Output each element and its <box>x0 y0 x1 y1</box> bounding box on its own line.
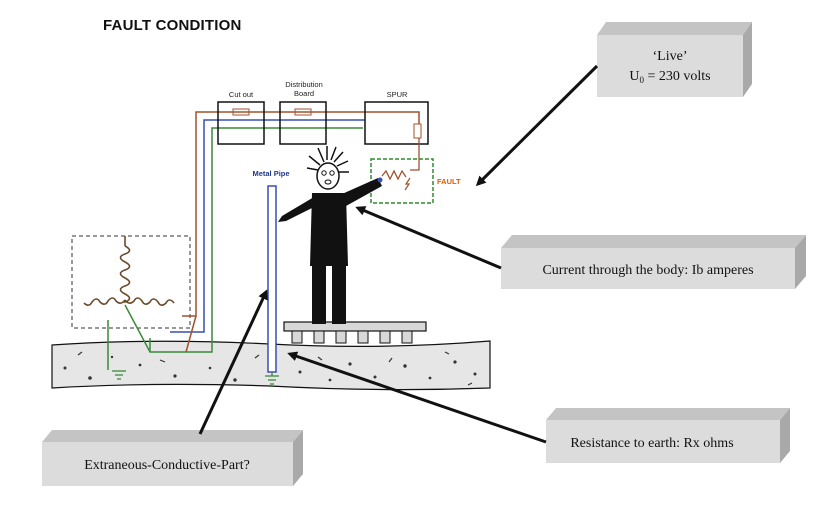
person-figure <box>278 146 383 324</box>
earth-wire <box>124 127 363 353</box>
cut-out-label: Cut out <box>229 90 254 99</box>
callout-extraneous-text: Extraneous-Conductive-Part? <box>84 458 250 473</box>
diagram-title: FAULT CONDITION <box>103 17 242 34</box>
head <box>316 162 340 190</box>
torso <box>310 193 348 266</box>
distribution-board-label-2: Board <box>294 89 314 98</box>
right-leg <box>332 262 346 324</box>
metal-pipe-label: Metal Pipe <box>252 169 289 178</box>
spur-label: SPUR <box>387 90 408 99</box>
neutral-wire <box>170 119 365 333</box>
distribution-board-box <box>279 101 327 145</box>
callout-extraneous-box: Extraneous-Conductive-Part? <box>42 430 303 486</box>
callout-live-box: ‘Live’ U0 = 230 volts <box>597 22 752 97</box>
spur-box <box>364 101 429 145</box>
right-arm <box>342 178 382 206</box>
live-wire <box>182 111 420 317</box>
arrow-live <box>475 64 599 187</box>
fault-arc <box>404 177 411 191</box>
arrow-current <box>355 206 502 270</box>
callout-resistance-text: Resistance to earth: Rx ohms <box>570 436 733 451</box>
callout-current-box: Current through the body: Ib amperes <box>501 235 806 289</box>
left-arm <box>278 197 316 222</box>
callout-live-line1: ‘Live’ <box>653 49 688 64</box>
fault-box <box>370 158 434 204</box>
arrow-extraneous <box>198 289 268 435</box>
supply-wires <box>107 111 420 370</box>
fault-label: FAULT <box>437 177 461 186</box>
cut-out-box <box>217 101 265 145</box>
metal-pipe <box>267 185 277 373</box>
hair <box>306 146 349 173</box>
insulating-platform <box>283 321 427 344</box>
callout-live-line2: U0 = 230 volts <box>629 69 710 85</box>
callout-current-text: Current through the body: Ib amperes <box>542 263 753 278</box>
arrow-resistance <box>287 351 547 444</box>
transformer-box <box>71 235 191 329</box>
left-leg <box>312 262 326 324</box>
earth-symbol-pipe <box>265 372 279 385</box>
distribution-board-label-1: Distribution <box>285 80 323 89</box>
fault-zigzag <box>381 169 407 181</box>
ground-speckles <box>63 351 477 386</box>
earth-symbol-left <box>112 370 126 380</box>
callout-resistance-box: Resistance to earth: Rx ohms <box>546 408 790 463</box>
transformer-coils <box>83 236 175 306</box>
